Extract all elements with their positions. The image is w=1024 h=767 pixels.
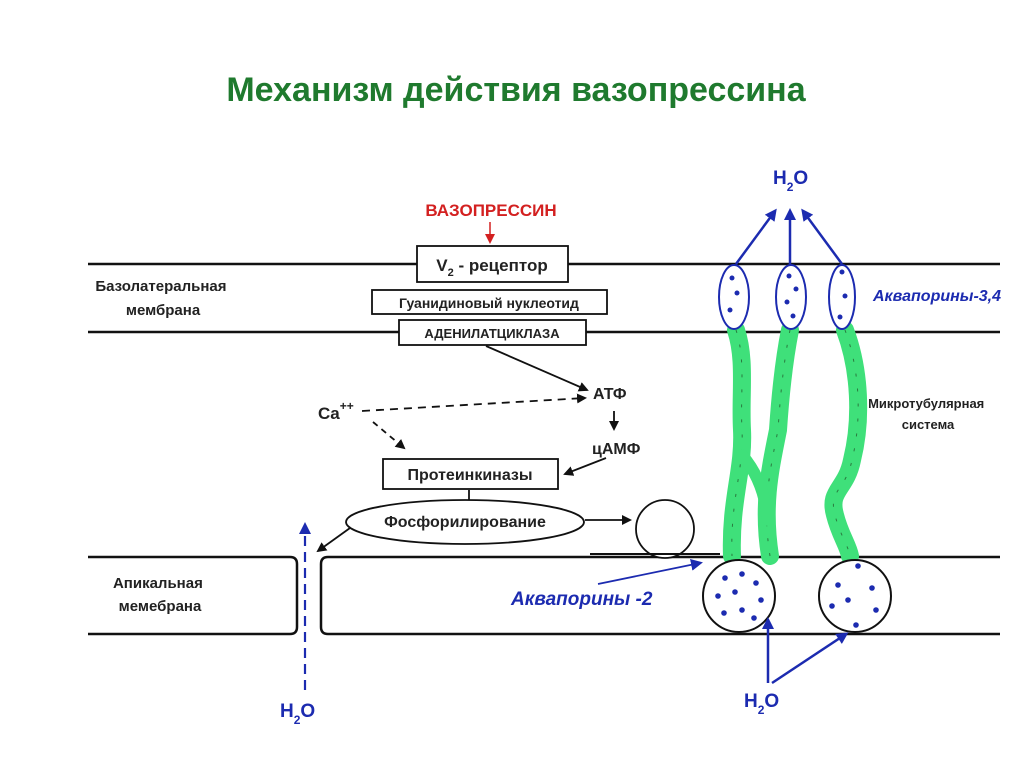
atp-label: АТФ	[593, 386, 627, 403]
protein-kinases-label: Протеинкиназы	[407, 467, 532, 484]
aquaporin-34-channel	[828, 264, 856, 330]
microtubule-system	[722, 321, 868, 565]
adenylate-cyclase-box	[398, 319, 587, 346]
water-out-arrow-right	[801, 208, 844, 265]
phosphorylation-to-apical-arrow	[316, 527, 351, 553]
basolateral-label: Базолатеральная мембрана	[95, 278, 230, 319]
water-label-bottom: H2O	[744, 691, 779, 717]
v2-receptor-label: V2 - рецептор	[436, 256, 547, 279]
water-out-arrow-left	[734, 208, 777, 265]
aquaporins-34-group	[718, 264, 856, 330]
water-label-left: H2O	[280, 701, 315, 727]
aquaporins-2-pointer-arrow	[597, 558, 703, 585]
apical-label: Апикальная мемебрана	[113, 575, 207, 615]
calcium-to-atp-dashed-arrow	[361, 393, 587, 412]
adenylate-cyclase-label: АДЕНИЛАТЦИКЛАЗА	[424, 326, 560, 341]
apical-membrane-right	[319, 555, 1000, 636]
camp-to-kinase-arrow	[563, 457, 607, 476]
aquaporin-2-channel	[702, 559, 776, 633]
aquaporins-2-label: Аквапорины -2	[510, 589, 653, 610]
microtubule-label: Микротубулярная система	[868, 396, 988, 432]
microtubule-strand-1	[722, 321, 752, 565]
apical-membrane-left	[88, 555, 299, 636]
protein-kinases-box	[382, 458, 559, 490]
g-protein-box	[371, 289, 608, 315]
cyclase-to-atp-arrow	[485, 345, 589, 392]
calcium-label: Ca++	[318, 399, 354, 423]
page-title: Механизм действия вазопрессина	[226, 71, 806, 109]
aquaporin-34-channel	[775, 264, 807, 330]
empty-vesicle	[635, 499, 695, 559]
water-label-top: H2O	[773, 168, 808, 194]
aquaporin-2-channel	[818, 559, 892, 633]
calcium-to-kinase-dashed-arrow	[372, 421, 406, 450]
phosphorylation-ellipse	[345, 499, 585, 545]
microtubule-branch	[736, 449, 774, 526]
phosphorylation-label: Фосфорилирование	[384, 514, 546, 531]
aquaporin-34-channel	[718, 264, 750, 330]
g-protein-label: Гуанидиновый нуклеотид	[399, 295, 579, 311]
camp-label: цАМФ	[592, 441, 641, 458]
v2-receptor-box	[416, 245, 569, 283]
water-in-arrow-right	[771, 632, 849, 685]
aquaporins-34-label: Аквапорины-3,4	[872, 288, 1001, 305]
microtubule-strand-3	[824, 321, 868, 565]
aquaporins-2-group	[702, 559, 892, 633]
vasopressin-label: ВАЗОПРЕССИН	[425, 201, 556, 220]
